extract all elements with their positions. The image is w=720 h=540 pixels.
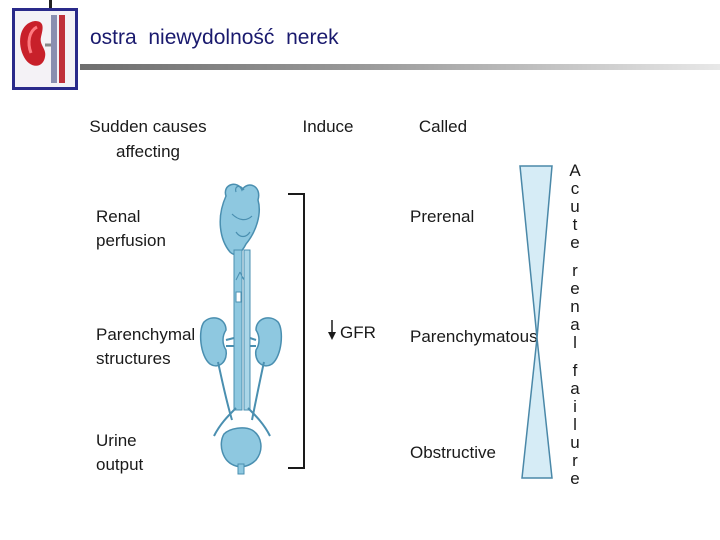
down-arrow-icon (328, 320, 336, 340)
cause-parenchymal-line1: Parenchymal (96, 325, 195, 344)
gfr-label: GFR (340, 323, 376, 342)
title-divider (80, 64, 720, 70)
urinary-system-illustration (199, 183, 283, 475)
hourglass-shape (519, 165, 553, 479)
vertical-letter: e (570, 279, 579, 298)
left-kidney-icon (199, 317, 228, 367)
cause-renal-line2: perfusion (96, 231, 166, 250)
vertical-letter: c (571, 179, 580, 198)
type-prerenal: Prerenal (410, 207, 474, 226)
vertical-letter: e (570, 233, 579, 252)
header-causes-line1: Sudden causes (89, 117, 206, 136)
vertical-letter: l (573, 415, 577, 434)
cause-urine-line2: output (96, 455, 144, 474)
vertical-label-acute-renal-failure: A c u t e r e n a l f a i l u r e (569, 161, 581, 488)
type-parenchymatous: Parenchymatous (410, 327, 538, 346)
type-obstructive: Obstructive (410, 443, 496, 462)
vertical-letter: f (573, 361, 578, 380)
vertical-letter: a (570, 315, 580, 334)
vertical-letter: A (569, 161, 581, 180)
vertical-letter: t (573, 215, 578, 234)
vertical-letter: u (570, 433, 579, 452)
header-induce: Induce (302, 117, 353, 136)
cause-parenchymal-line2: structures (96, 349, 171, 368)
vertical-letter: n (570, 297, 579, 316)
vertical-letter: i (573, 397, 577, 416)
kidney-logo (12, 8, 78, 90)
top-edge-mark (49, 0, 52, 8)
cause-renal-line1: Renal (96, 207, 140, 226)
vertical-letter: e (570, 469, 579, 488)
vertical-letter: a (570, 379, 580, 398)
vertical-letter: r (572, 261, 578, 280)
grouping-bracket (288, 193, 305, 469)
vertical-letter: r (572, 451, 578, 470)
vertical-letter: u (570, 197, 579, 216)
bladder-icon (220, 427, 262, 468)
header-causes-line2: affecting (116, 142, 180, 161)
vertical-letter: l (573, 333, 577, 352)
slide-title: ostra niewydolność nerek (90, 26, 339, 49)
kidney-logo-icon (15, 11, 75, 87)
cause-urine-line1: Urine (96, 431, 137, 450)
header-called: Called (419, 117, 467, 136)
right-kidney-icon (254, 317, 283, 367)
